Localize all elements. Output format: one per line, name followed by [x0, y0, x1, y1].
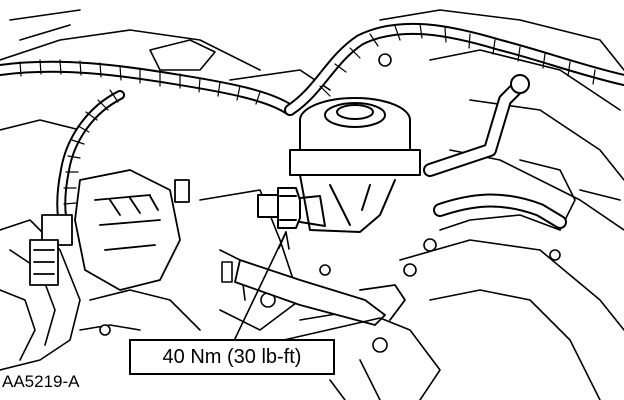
bolts — [99, 53, 561, 353]
egr-tube-fitting — [257, 187, 326, 229]
bracket — [234, 259, 406, 326]
torque-spec: 40 Nm (30 lb-ft) — [162, 345, 302, 368]
engine-background-lines — [0, 9, 624, 400]
throttle-body — [74, 169, 190, 291]
egr-valve — [289, 97, 421, 233]
electrical-connector — [29, 214, 73, 286]
egr-tube — [423, 74, 567, 229]
wiring-harness — [0, 22, 624, 235]
figure-id: AA5219-A — [2, 372, 80, 391]
torque-callout: 40 Nm (30 lb-ft) — [129, 339, 335, 375]
